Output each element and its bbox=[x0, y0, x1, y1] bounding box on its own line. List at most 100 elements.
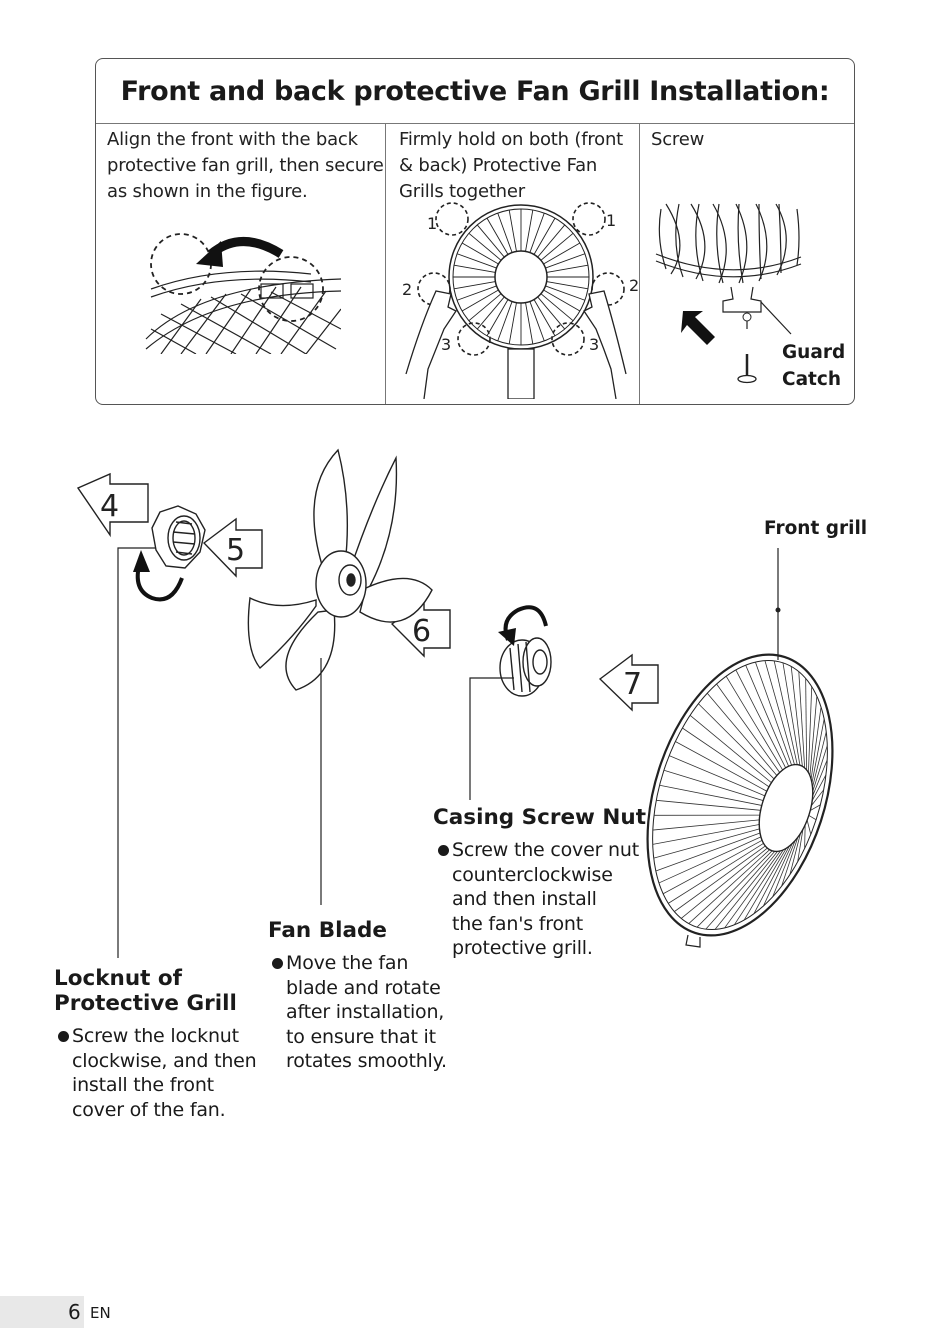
step-4-arrow bbox=[76, 472, 149, 538]
arrow-head-icon bbox=[133, 550, 150, 572]
right-hand bbox=[583, 290, 627, 399]
step-7-arrow bbox=[598, 653, 659, 712]
grill-spoke bbox=[537, 224, 566, 258]
grill-spoke bbox=[653, 828, 760, 859]
marker-2-left: 2 bbox=[402, 280, 412, 299]
grill-spoke bbox=[658, 836, 762, 884]
step-hold-text: Firmly hold on both (front & back) Prote… bbox=[399, 127, 623, 205]
grill-spoke bbox=[733, 849, 784, 926]
fan-blade-title: Fan Blade bbox=[268, 918, 387, 943]
text-line: as shown in the figure. bbox=[107, 181, 308, 202]
grill-spoke bbox=[468, 232, 502, 261]
text-line: clockwise, and then bbox=[72, 1049, 257, 1072]
rotate-cw-icon bbox=[135, 561, 184, 602]
casing-nut-part bbox=[499, 637, 552, 697]
grill-spoke bbox=[755, 661, 792, 766]
bullet-icon bbox=[272, 958, 283, 969]
fan-blade-instructions: Move the fan blade and rotate after inst… bbox=[272, 951, 447, 1074]
grill-spoke bbox=[533, 217, 556, 255]
text-line: Protective Grill bbox=[54, 991, 237, 1016]
grill-spoke bbox=[808, 815, 817, 821]
grill-spoke bbox=[811, 718, 825, 784]
text-line: Grills together bbox=[399, 181, 525, 202]
grill-spoke bbox=[724, 850, 781, 929]
grill-spoke bbox=[540, 232, 574, 261]
screw-illustration bbox=[655, 203, 802, 384]
grill-spoke bbox=[716, 683, 781, 773]
column-divider bbox=[385, 123, 386, 404]
left-hand bbox=[405, 290, 457, 399]
grill-spoke bbox=[476, 296, 505, 330]
grill-spoke bbox=[753, 845, 790, 914]
grill-spoke bbox=[698, 703, 775, 780]
grill-spoke bbox=[546, 264, 589, 273]
bullet-icon bbox=[438, 845, 449, 856]
text-line: counterclockwise bbox=[452, 863, 613, 886]
screw-head bbox=[737, 374, 757, 384]
grill-spoke bbox=[675, 741, 768, 792]
text-line: after installation, bbox=[286, 1001, 445, 1023]
grill-spoke bbox=[669, 755, 766, 797]
text-line: install the front bbox=[72, 1074, 214, 1096]
grill-spoke bbox=[806, 820, 812, 835]
grill-spoke bbox=[461, 242, 499, 265]
marker-1-right: 1 bbox=[606, 211, 616, 230]
grill-spoke bbox=[798, 671, 806, 768]
text-line: Screw the cover nut bbox=[452, 839, 639, 861]
grill-spoke bbox=[497, 212, 513, 253]
text-line: to ensure that it bbox=[286, 1025, 436, 1048]
grill-spoke bbox=[714, 851, 778, 930]
grill-spoke bbox=[486, 217, 509, 255]
grill-spoke bbox=[655, 832, 761, 872]
grill-spoke bbox=[486, 299, 509, 337]
text-line: Screw bbox=[651, 129, 705, 150]
grill-spoke bbox=[461, 289, 499, 312]
text-line: Move the fan bbox=[286, 952, 409, 974]
grill-spoke bbox=[696, 850, 773, 928]
grill-spoke bbox=[773, 660, 798, 765]
front-grill-label: Front grill bbox=[764, 518, 868, 539]
grill-spoke bbox=[545, 285, 586, 301]
grill-spoke bbox=[735, 669, 786, 768]
casing-nut-instructions: Screw the cover nut counterclockwise and… bbox=[438, 838, 639, 961]
grill-spoke bbox=[668, 843, 764, 904]
grill-spoke bbox=[674, 845, 766, 912]
grill-hold-illustration: 1 1 2 2 3 3 bbox=[402, 202, 639, 399]
grill-spoke bbox=[805, 678, 808, 771]
page-number: 6 bbox=[68, 1300, 81, 1324]
grill-spoke bbox=[652, 819, 760, 831]
rotate-ccw-icon bbox=[503, 605, 548, 641]
grill-spoke bbox=[745, 665, 789, 767]
grill-spoke bbox=[705, 851, 776, 930]
text-line: rotates smoothly. bbox=[286, 1050, 447, 1072]
grill-spoke bbox=[546, 281, 589, 290]
grill-spoke bbox=[682, 727, 770, 788]
grill-spoke bbox=[508, 209, 517, 252]
grill-spoke bbox=[812, 731, 827, 788]
marker-2-right: 2 bbox=[629, 276, 639, 295]
guard-catch-label: Guard Catch bbox=[782, 339, 845, 393]
grill-spoke bbox=[812, 745, 828, 792]
grill-spoke bbox=[706, 692, 778, 776]
grill-spoke bbox=[525, 302, 534, 345]
grill-spoke bbox=[543, 242, 581, 265]
language-code: EN bbox=[90, 1304, 111, 1322]
grill-spoke bbox=[809, 696, 818, 776]
fan-blade-part bbox=[247, 448, 433, 691]
grill-spoke bbox=[781, 836, 799, 887]
grill-spoke bbox=[659, 784, 762, 806]
grill-spoke bbox=[743, 847, 787, 921]
bullet-icon bbox=[58, 1031, 69, 1042]
instruction-box: Front and back protective Fan Grill Inst… bbox=[95, 58, 855, 405]
step-6-number: 6 bbox=[412, 614, 431, 649]
front-grill-part bbox=[646, 653, 834, 948]
grill-spoke bbox=[810, 707, 822, 780]
grill-spoke bbox=[680, 847, 768, 919]
grill-spoke bbox=[533, 299, 556, 337]
text-line: Locknut of bbox=[54, 966, 183, 991]
grill-spoke bbox=[537, 296, 566, 330]
step-4-number: 4 bbox=[100, 489, 119, 524]
grill-spoke bbox=[662, 839, 763, 895]
locknut-title: Locknut of Protective Grill bbox=[54, 966, 237, 1016]
grill-spoke bbox=[545, 253, 586, 269]
